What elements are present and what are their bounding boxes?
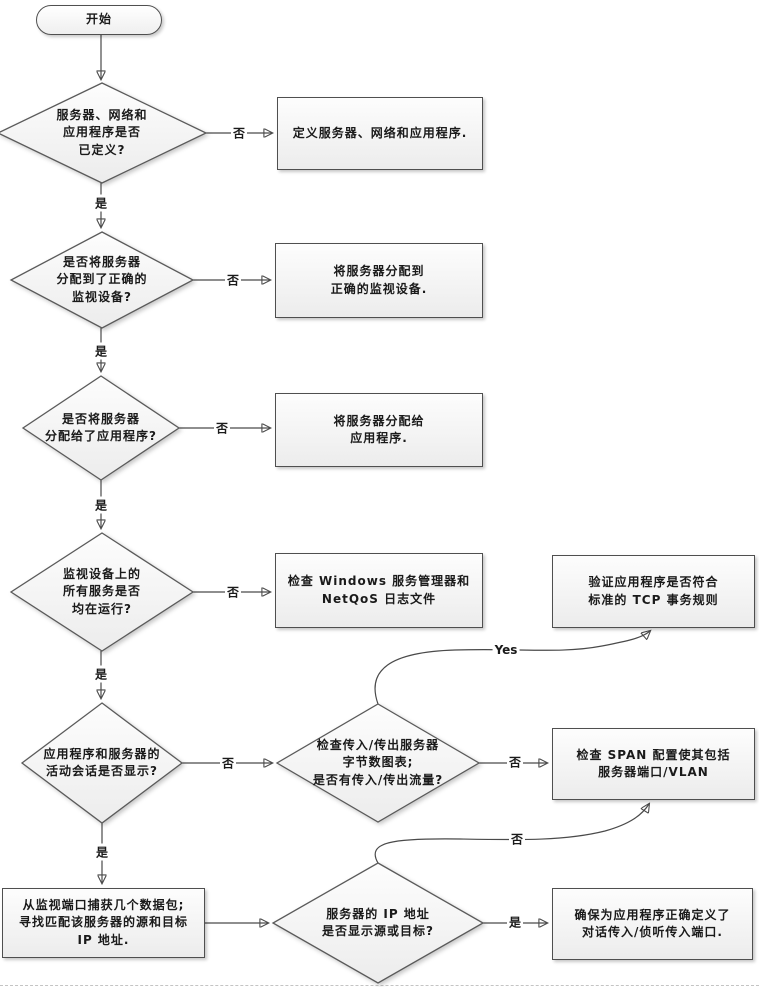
process-check-span-config: 检查 SPAN 配置使其包括 服务器端口/VLAN	[552, 728, 755, 800]
decision-assigned-monitor-device: 是否将服务器 分配到了正确的 监视设备?	[9, 231, 195, 329]
process-assign-monitor-device: 将服务器分配到 正确的监视设备.	[275, 243, 483, 318]
decision-inout-traffic-label: 检查传入/传出服务器 字节数图表; 是否有传入/传出流量?	[312, 737, 444, 787]
page-break-line	[0, 985, 759, 986]
decision-assigned-monitor-device-shape	[9, 231, 195, 329]
start-terminator: 开始	[36, 5, 162, 35]
decision-active-sessions-label: 应用程序和服务器的 活动会话是否显示?	[43, 746, 161, 778]
process-assign-application-label: 将服务器分配给 应用程序.	[333, 413, 425, 445]
process-assign-application: 将服务器分配给 应用程序.	[275, 393, 483, 467]
edge-label-dmid-to-boxSPAN: 否	[506, 753, 524, 771]
decision-servers-defined: 服务器、网络和 应用程序是否 已定义?	[0, 82, 208, 184]
process-define-servers-label: 定义服务器、网络和应用程序.	[292, 125, 468, 140]
edge-label-d4-to-box4: 否	[224, 583, 242, 601]
decision-assigned-monitor-device-label: 是否将服务器 分配到了正确的 监视设备?	[56, 254, 148, 304]
decision-services-running: 监视设备上的 所有服务是否 均在运行?	[9, 532, 195, 652]
decision-services-running-shape	[9, 532, 195, 652]
process-verify-tcp-rules: 验证应用程序是否符合 标准的 TCP 事务规则	[552, 555, 755, 628]
process-capture-packets: 从监视端口捕获几个数据包; 寻找匹配该服务器的源和目标 IP 地址.	[2, 888, 205, 958]
process-verify-tcp-rules-label: 验证应用程序是否符合 标准的 TCP 事务规则	[588, 575, 719, 607]
process-capture-packets-label: 从监视端口捕获几个数据包; 寻找匹配该服务器的源和目标 IP 地址.	[18, 897, 188, 947]
edge-label-dbot-to-boxSPAN: 否	[508, 830, 526, 848]
edge-label-d2-to-d3: 是	[92, 342, 110, 360]
edge-label-d5-to-dmid: 否	[219, 754, 237, 772]
start-terminator-label: 开始	[85, 12, 112, 27]
decision-ip-source-target-label: 服务器的 IP 地址 是否显示源或目标?	[322, 906, 434, 938]
decision-assigned-application: 是否将服务器 分配给了应用程序?	[21, 375, 181, 481]
edge-label-d1-to-box1: 否	[230, 124, 248, 142]
process-check-span-config-label: 检查 SPAN 配置使其包括 服务器端口/VLAN	[576, 747, 731, 779]
process-check-windows-netqos-label: 检查 Windows 服务管理器和 NetQoS 日志文件	[287, 574, 471, 606]
process-define-listen-ports-label: 确保为应用程序正确定义了 对话传入/侦听传入端口.	[574, 907, 731, 939]
process-define-servers: 定义服务器、网络和应用程序.	[277, 97, 483, 170]
edge-label-d5-to-boxBL: 是	[93, 843, 111, 861]
decision-ip-source-target-shape	[271, 862, 485, 984]
decision-assigned-application-shape	[21, 375, 181, 481]
edge-label-d4-to-d5: 是	[92, 665, 110, 683]
decision-inout-traffic-shape	[275, 703, 481, 823]
process-assign-monitor-device-label: 将服务器分配到 正确的监视设备.	[330, 264, 428, 296]
edge-label-d2-to-box2: 否	[224, 271, 242, 289]
edge-label-dmid-to-boxTCP: Yes	[492, 643, 520, 657]
decision-active-sessions: 应用程序和服务器的 活动会话是否显示?	[20, 702, 184, 824]
process-check-windows-netqos: 检查 Windows 服务管理器和 NetQoS 日志文件	[275, 553, 483, 628]
decision-services-running-label: 监视设备上的 所有服务是否 均在运行?	[62, 566, 141, 616]
edge-label-d3-to-d4: 是	[92, 496, 110, 514]
decision-active-sessions-shape	[20, 702, 184, 824]
edge-dmid-to-boxTCP	[374, 631, 650, 705]
decision-servers-defined-label: 服务器、网络和 应用程序是否 已定义?	[56, 107, 148, 157]
edge-label-dbot-to-boxBR: 是	[506, 913, 524, 931]
process-define-listen-ports: 确保为应用程序正确定义了 对话传入/侦听传入端口.	[552, 888, 753, 960]
decision-servers-defined-shape	[0, 82, 208, 184]
decision-ip-source-target: 服务器的 IP 地址 是否显示源或目标?	[271, 862, 485, 984]
decision-assigned-application-label: 是否将服务器 分配给了应用程序?	[45, 411, 157, 443]
edge-label-d3-to-box3: 否	[213, 419, 231, 437]
edge-label-d1-to-d2: 是	[92, 194, 110, 212]
decision-inout-traffic: 检查传入/传出服务器 字节数图表; 是否有传入/传出流量?	[275, 703, 481, 823]
